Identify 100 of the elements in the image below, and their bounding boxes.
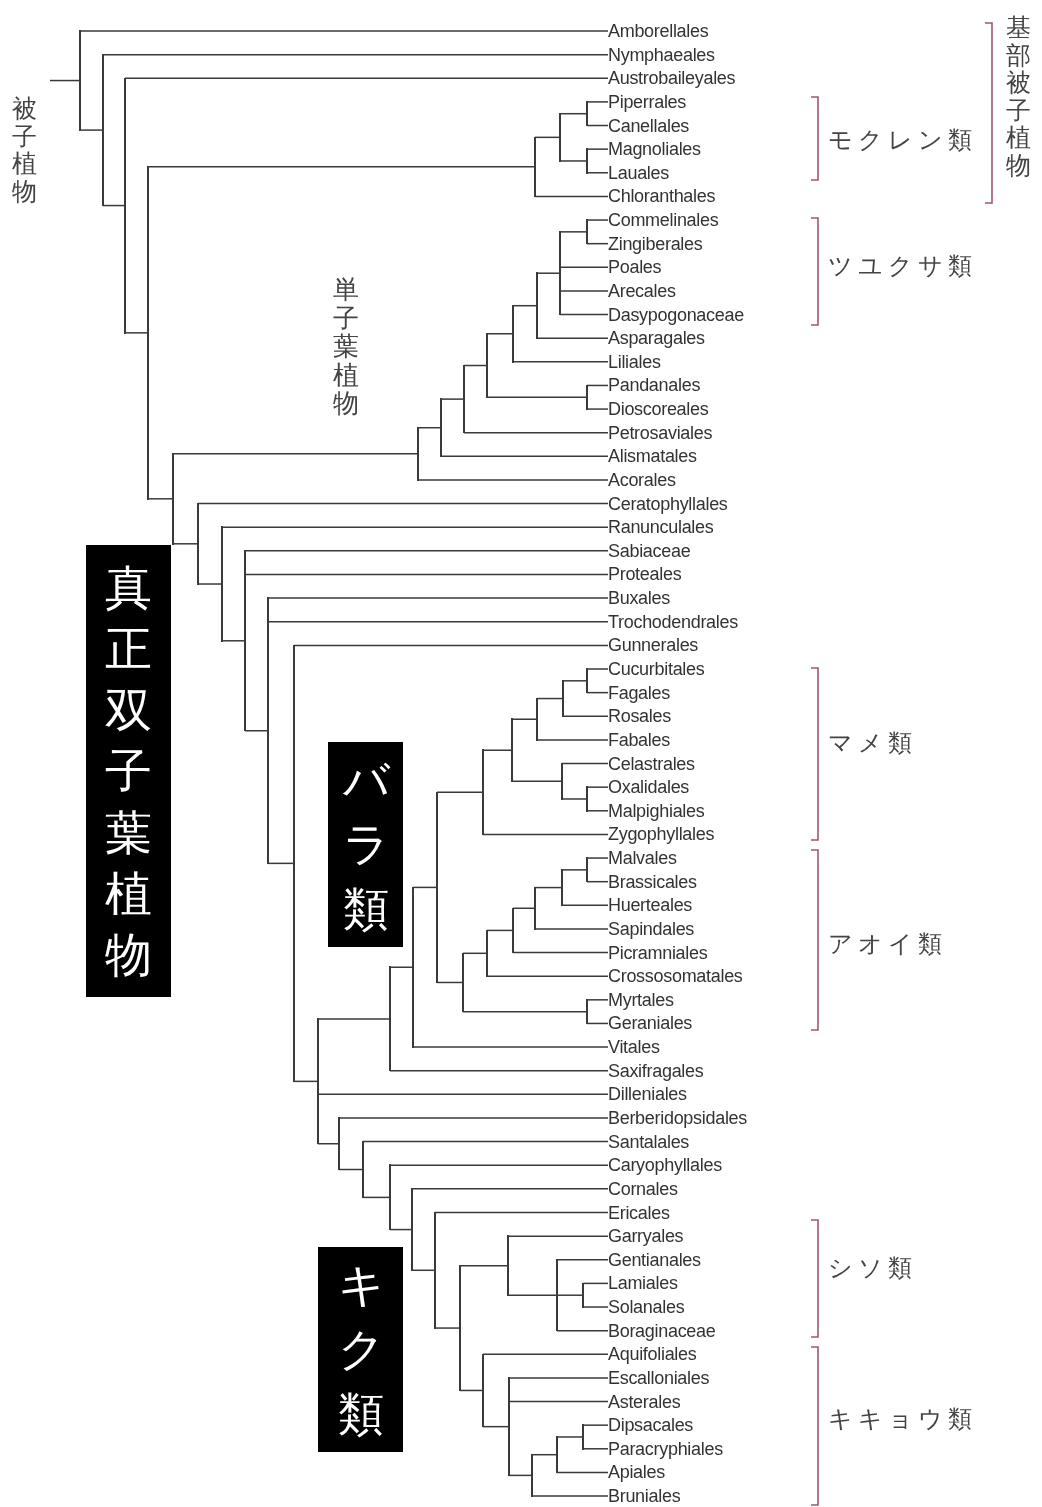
taxon-name: Fabales [608, 728, 670, 751]
branch-line [512, 907, 535, 909]
taxon-name: Dioscoreales [608, 398, 709, 421]
branch-line [534, 928, 609, 930]
branch-line [486, 975, 609, 977]
taxon-name: Boraginaceae [608, 1319, 716, 1342]
taxon-name: Lamiales [608, 1272, 678, 1295]
branch-line [244, 573, 609, 576]
branch-line [440, 455, 609, 458]
branch-line [511, 718, 537, 720]
branch-line [244, 730, 268, 732]
branch-line [586, 384, 609, 387]
taxon-name: Sapindales [608, 917, 695, 940]
taxon-name: Cornales [608, 1177, 678, 1200]
branch-line [536, 272, 560, 274]
taxon-name: Paracryphiales [608, 1437, 723, 1460]
branch-line [362, 1196, 390, 1199]
branch-line [172, 453, 418, 455]
branch-line [562, 715, 609, 717]
branch-line [338, 1168, 363, 1171]
branch-line [512, 361, 609, 363]
branch-line [559, 160, 587, 162]
branch-line [582, 1282, 609, 1285]
branch-line [434, 1327, 460, 1329]
taxon-name: Magnoliales [608, 138, 701, 161]
branch-line [586, 880, 609, 883]
branch-line [459, 1264, 508, 1267]
taxon-name: Huerteales [608, 894, 693, 917]
branch-line [79, 30, 609, 32]
branch-line [412, 1046, 609, 1048]
branch-line [582, 1424, 609, 1426]
branch-line [389, 1069, 609, 1072]
branch-line [317, 1018, 390, 1020]
branch-line [586, 172, 609, 174]
branch-line [507, 1294, 557, 1296]
taxon-name: Gunnerales [608, 634, 699, 657]
taxon-name: Piperrales [608, 90, 687, 113]
branch-line [512, 304, 537, 307]
branch-line [556, 1436, 583, 1438]
branch-line [586, 219, 609, 221]
branch-line [102, 204, 125, 207]
branch-line [508, 1377, 609, 1379]
taxon-name: Ericales [608, 1201, 670, 1224]
branch-line [586, 242, 609, 245]
taxon-name: Dipsacales [608, 1414, 694, 1437]
taxon-name: Picramniales [608, 941, 708, 964]
taxon-name: Malpighiales [608, 799, 705, 822]
branch-line [436, 981, 463, 984]
taxon-name: Zygophyllales [608, 823, 715, 846]
branch-line [417, 427, 441, 429]
branch-line [534, 195, 609, 198]
taxon-name: Brassicales [608, 870, 697, 893]
branch-line [434, 1211, 609, 1214]
branch-line [440, 398, 464, 400]
branch-line [586, 101, 609, 103]
taxon-name: Santalales [608, 1130, 690, 1153]
taxon-name: Berberidopsidales [608, 1106, 747, 1129]
branch-line [561, 869, 587, 871]
branch-line [582, 1306, 609, 1308]
branch-line [486, 333, 513, 335]
branch-line [389, 966, 413, 968]
taxon-name: Pandanales [608, 374, 701, 397]
taxon-name: Apiales [608, 1461, 665, 1484]
clade-name-box: 真正双子葉植物 [86, 545, 171, 997]
branch-line [536, 697, 563, 700]
group-label: モクレン類 [828, 125, 977, 156]
branch-line [411, 1269, 435, 1272]
taxon-name: Asparagales [608, 327, 705, 350]
taxon-name: Garryales [608, 1225, 684, 1248]
taxon-name: Bruniales [608, 1485, 681, 1507]
branch-line [531, 1453, 557, 1456]
branch-line [536, 739, 609, 741]
clade-name-box: キク類 [318, 1247, 403, 1452]
branch-line [559, 266, 609, 269]
branch-line [147, 498, 173, 500]
taxon-name: Saxifragales [608, 1059, 704, 1082]
branch-line [267, 621, 609, 623]
branch-line [482, 1353, 609, 1356]
branch-line [482, 749, 512, 751]
taxon-name: Nymphaeales [608, 43, 715, 66]
branch-line [531, 1495, 609, 1497]
group-label: マメ類 [828, 728, 917, 759]
branch-line [586, 124, 609, 127]
branch-line [482, 1425, 509, 1428]
branch-line [511, 780, 562, 782]
group-label: ツユクサ類 [828, 251, 977, 282]
branch-line [586, 857, 609, 859]
taxon-name: Poales [608, 256, 662, 279]
taxon-name: Aquifoliales [608, 1343, 697, 1366]
taxon-name: Arecales [608, 279, 676, 302]
branch-line [561, 904, 609, 907]
branch-line [586, 668, 609, 670]
branch-line [389, 1228, 412, 1231]
branch-line [586, 148, 609, 150]
branch-line [582, 1448, 609, 1450]
branch-line [389, 1164, 609, 1166]
branch-line [459, 1389, 483, 1392]
taxon-name: Dilleniales [608, 1083, 687, 1106]
branch-line [512, 951, 609, 954]
branch-line [562, 680, 587, 682]
